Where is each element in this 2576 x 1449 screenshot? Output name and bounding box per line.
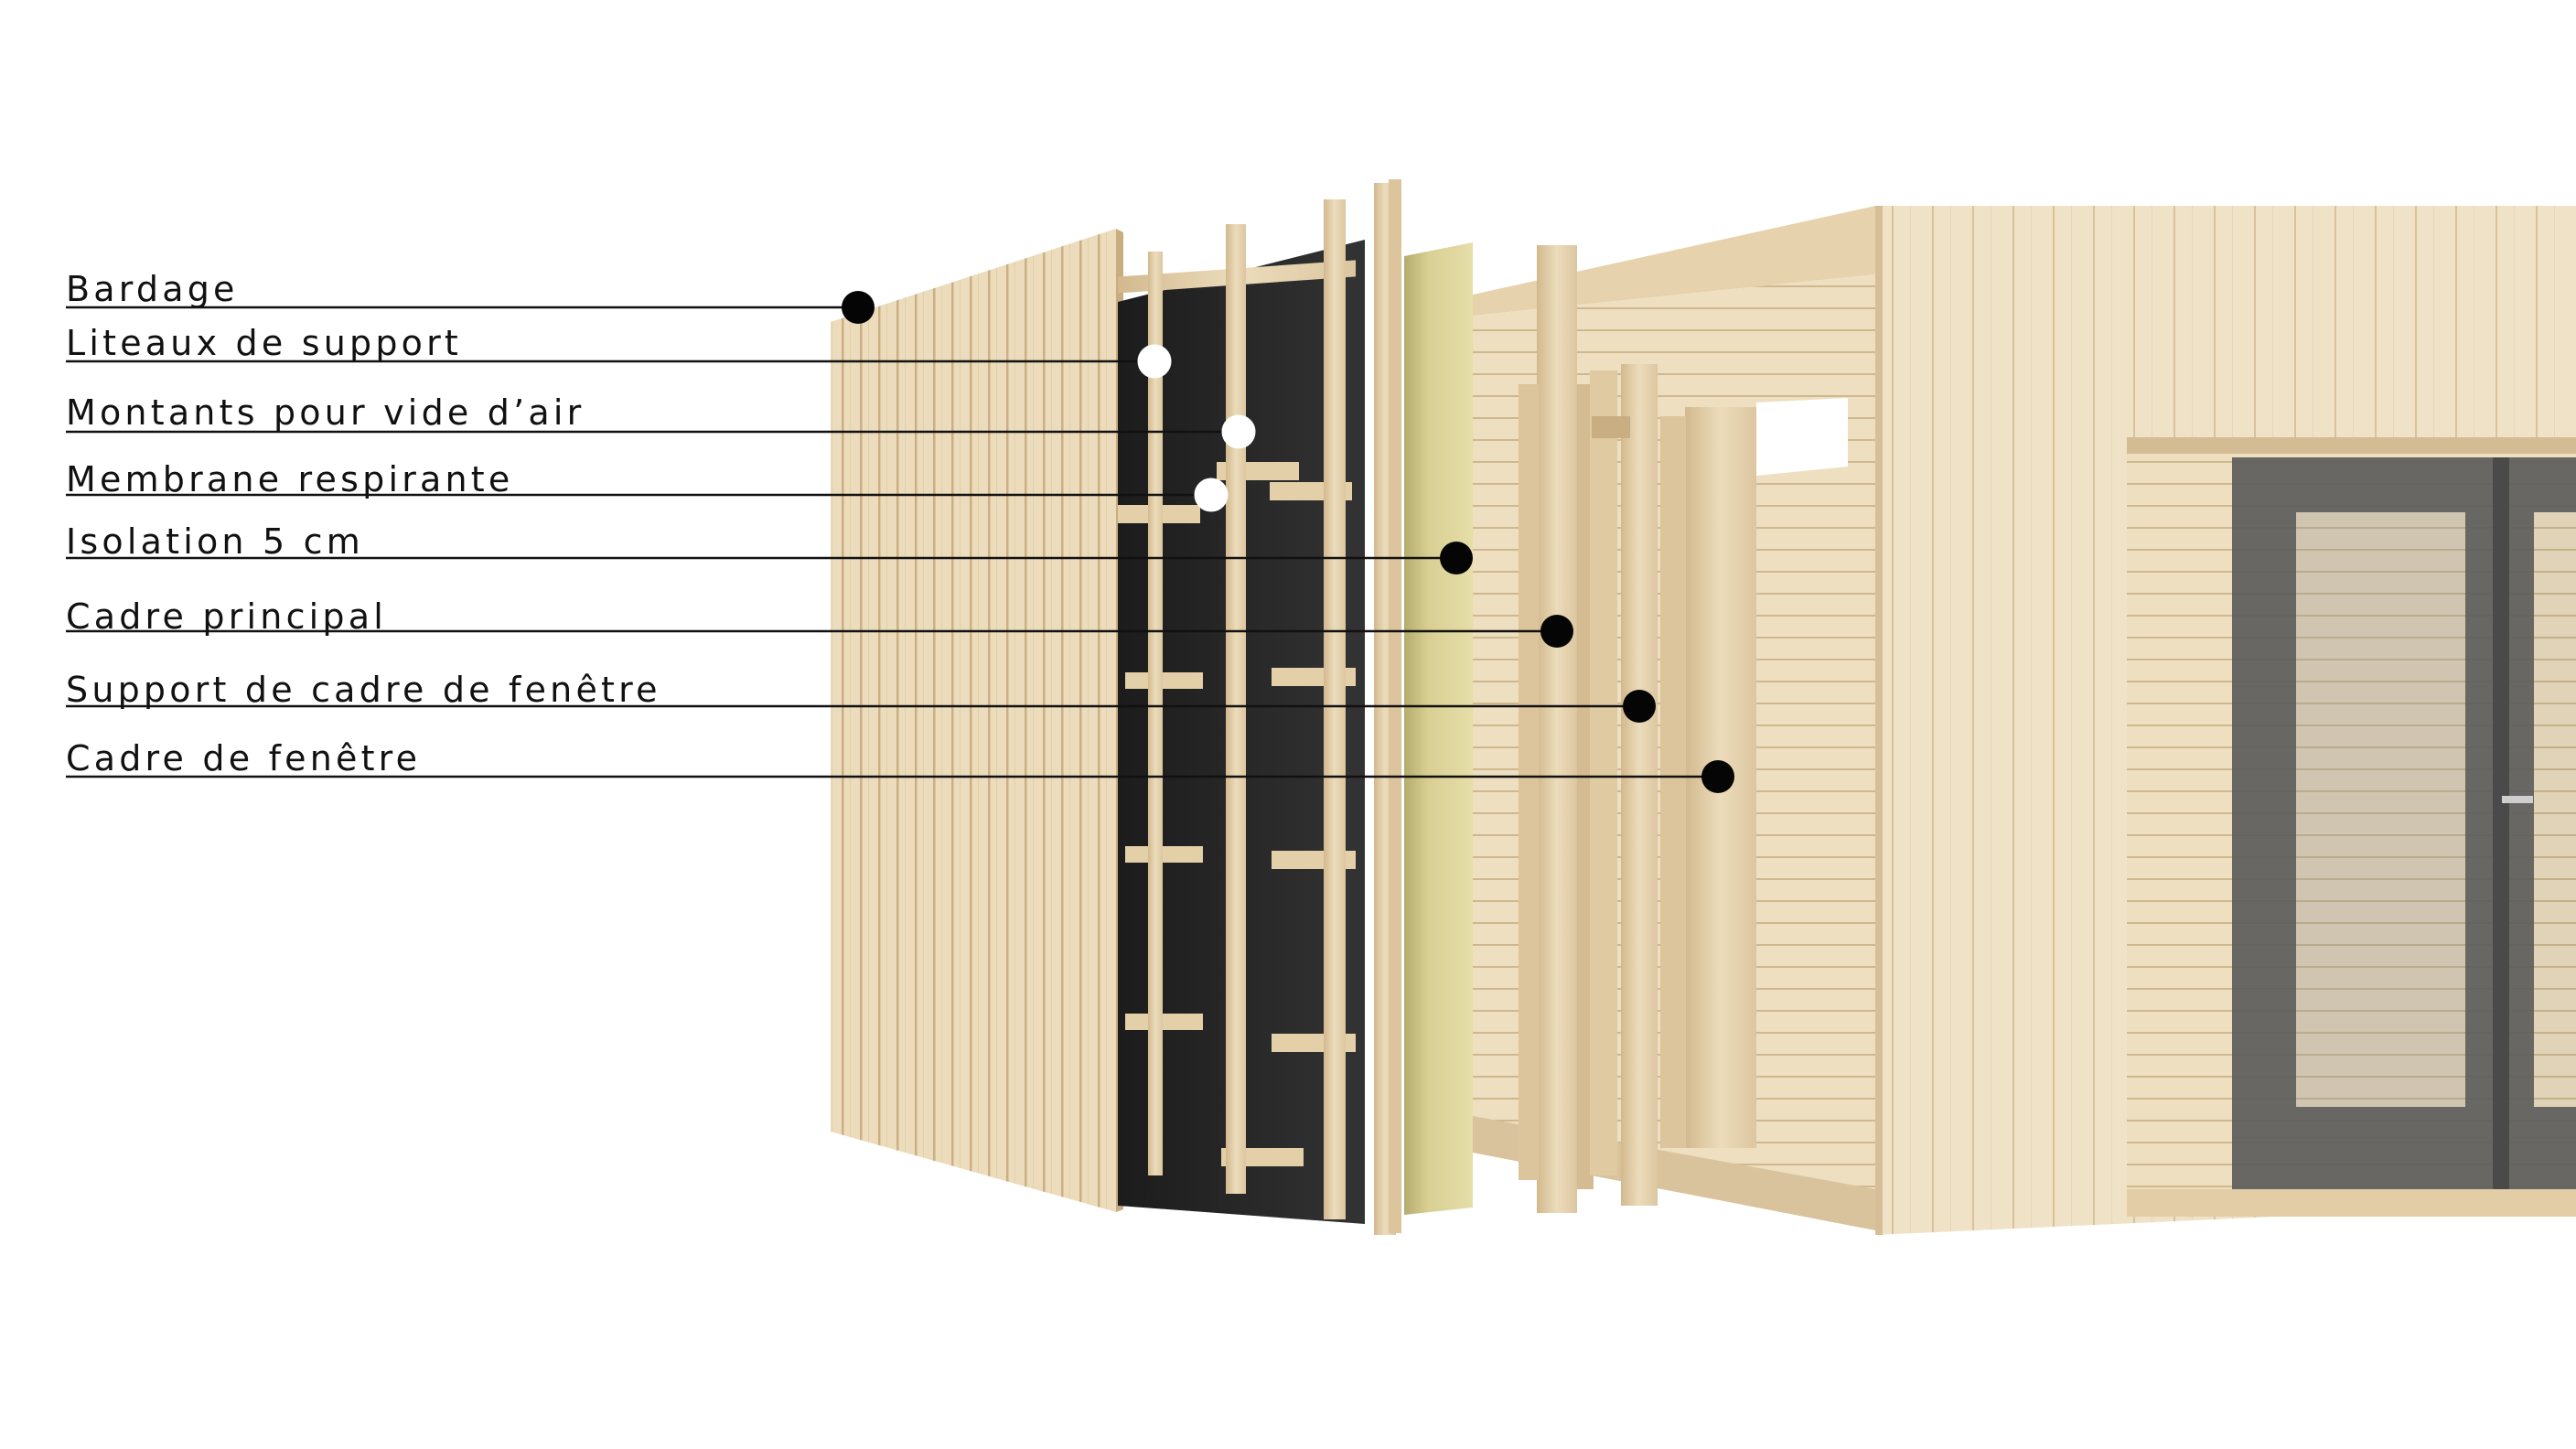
- marker-dot-liteaux: [1137, 344, 1172, 379]
- marker-dot-bardage: [842, 291, 875, 324]
- stud: [1226, 224, 1246, 1194]
- frame-post: [1577, 384, 1594, 1189]
- label-membrane: Membrane respirante: [66, 459, 514, 499]
- label-isolation: Isolation 5 cm: [66, 521, 364, 562]
- window-support-post: [1590, 370, 1617, 1175]
- frame-post: [1519, 384, 1539, 1180]
- cabin-inner-wall: [1756, 476, 1848, 1107]
- door-glass-left: [2296, 512, 2465, 1107]
- door-mullion: [2493, 457, 2509, 1189]
- label-liteaux: Liteaux de support: [66, 323, 463, 363]
- marker-dot-isolation: [1440, 542, 1473, 574]
- door-glass-left-tint: [2296, 512, 2465, 1107]
- bardage-panel: [831, 229, 1116, 1212]
- stud: [1148, 252, 1163, 1175]
- label-bardage: Bardage: [66, 269, 239, 309]
- label-montants: Montants pour vide d’air: [66, 392, 585, 433]
- label-cadre-fenetre: Cadre de fenêtre: [66, 738, 422, 778]
- window-frame-post: [1660, 416, 1686, 1148]
- cabin-corner-edge: [1875, 206, 1883, 1235]
- support-cadre-fenetre-group: [1590, 364, 1658, 1206]
- marker-dot-membrane: [1194, 478, 1229, 512]
- window-support-post: [1621, 364, 1658, 1206]
- door-handle: [2502, 796, 2533, 803]
- marker-dot-montants: [1221, 414, 1256, 449]
- batten: [1125, 846, 1203, 863]
- door-glass-right: [2534, 512, 2576, 1107]
- cabin-window-opening: [1756, 398, 1848, 476]
- window-support-post: [1592, 416, 1630, 438]
- marker-dot-support-cadre-fenetre: [1623, 690, 1656, 723]
- batten: [1125, 672, 1203, 689]
- marker-dot-cadre-principal: [1540, 615, 1573, 648]
- frame-post: [1537, 245, 1577, 1213]
- marker-dot-cadre-fenetre: [1701, 760, 1734, 793]
- cabin-plinth: [2127, 1189, 2576, 1217]
- label-cadre-principal: Cadre principal: [66, 596, 387, 637]
- batten: [1125, 1014, 1203, 1030]
- cadre-principal-group: [1519, 245, 1594, 1213]
- cabin-door-top-shadow: [2127, 437, 2576, 454]
- label-support-cadre-fenetre: Support de cadre de fenêtre: [66, 670, 661, 710]
- insulation-panel: [1404, 242, 1473, 1215]
- stud: [1324, 199, 1346, 1219]
